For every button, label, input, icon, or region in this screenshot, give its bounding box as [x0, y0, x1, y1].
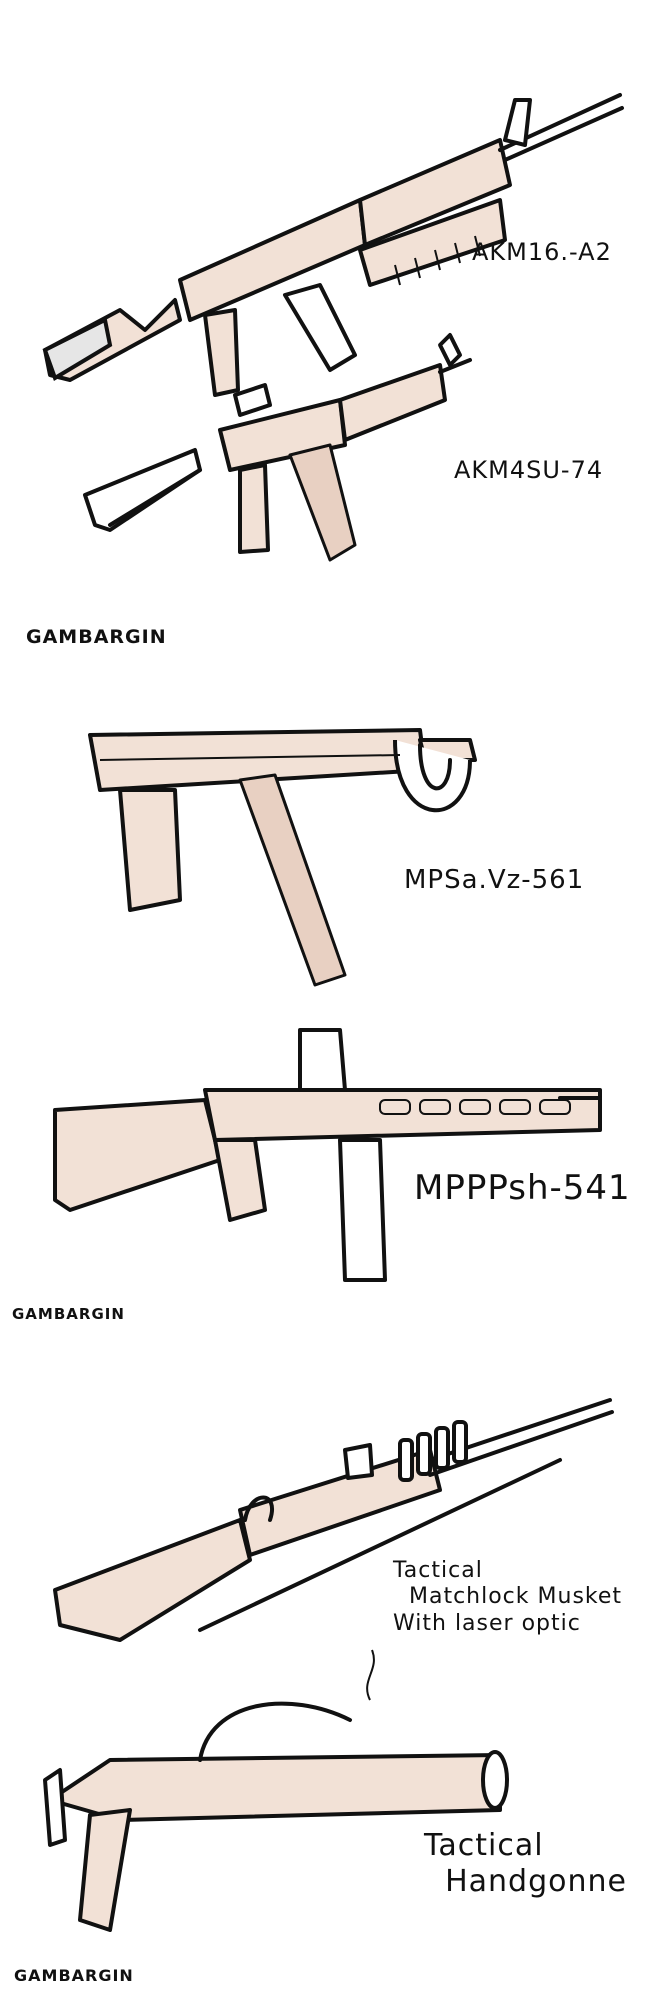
handgonne-drawing — [43, 1649, 509, 1932]
musket-drawing — [53, 1398, 614, 1642]
label-mpsa: MPSa.Vz-561 — [404, 865, 585, 895]
signature-3: GAMBARGIN — [14, 1966, 134, 1985]
label-handgonne: Tactical Handgonne — [424, 1828, 627, 1899]
label-musket: Tactical Matchlock Musket With laser opt… — [393, 1558, 623, 1636]
rifle-akm4su-drawing — [83, 333, 472, 562]
label-akm4su: AKM4SU-74 — [454, 456, 604, 484]
rifle-akm16-drawing — [42, 93, 624, 397]
label-akm16: AKM16.-A2 — [472, 238, 612, 266]
label-mppp: MPPPsh-541 — [414, 1168, 631, 1208]
signature-2: GAMBARGIN — [12, 1305, 125, 1323]
signature-1: GAMBARGIN — [26, 626, 167, 648]
smg-mppp-drawing — [53, 1028, 602, 1282]
smg-mpsa-drawing — [88, 728, 477, 987]
